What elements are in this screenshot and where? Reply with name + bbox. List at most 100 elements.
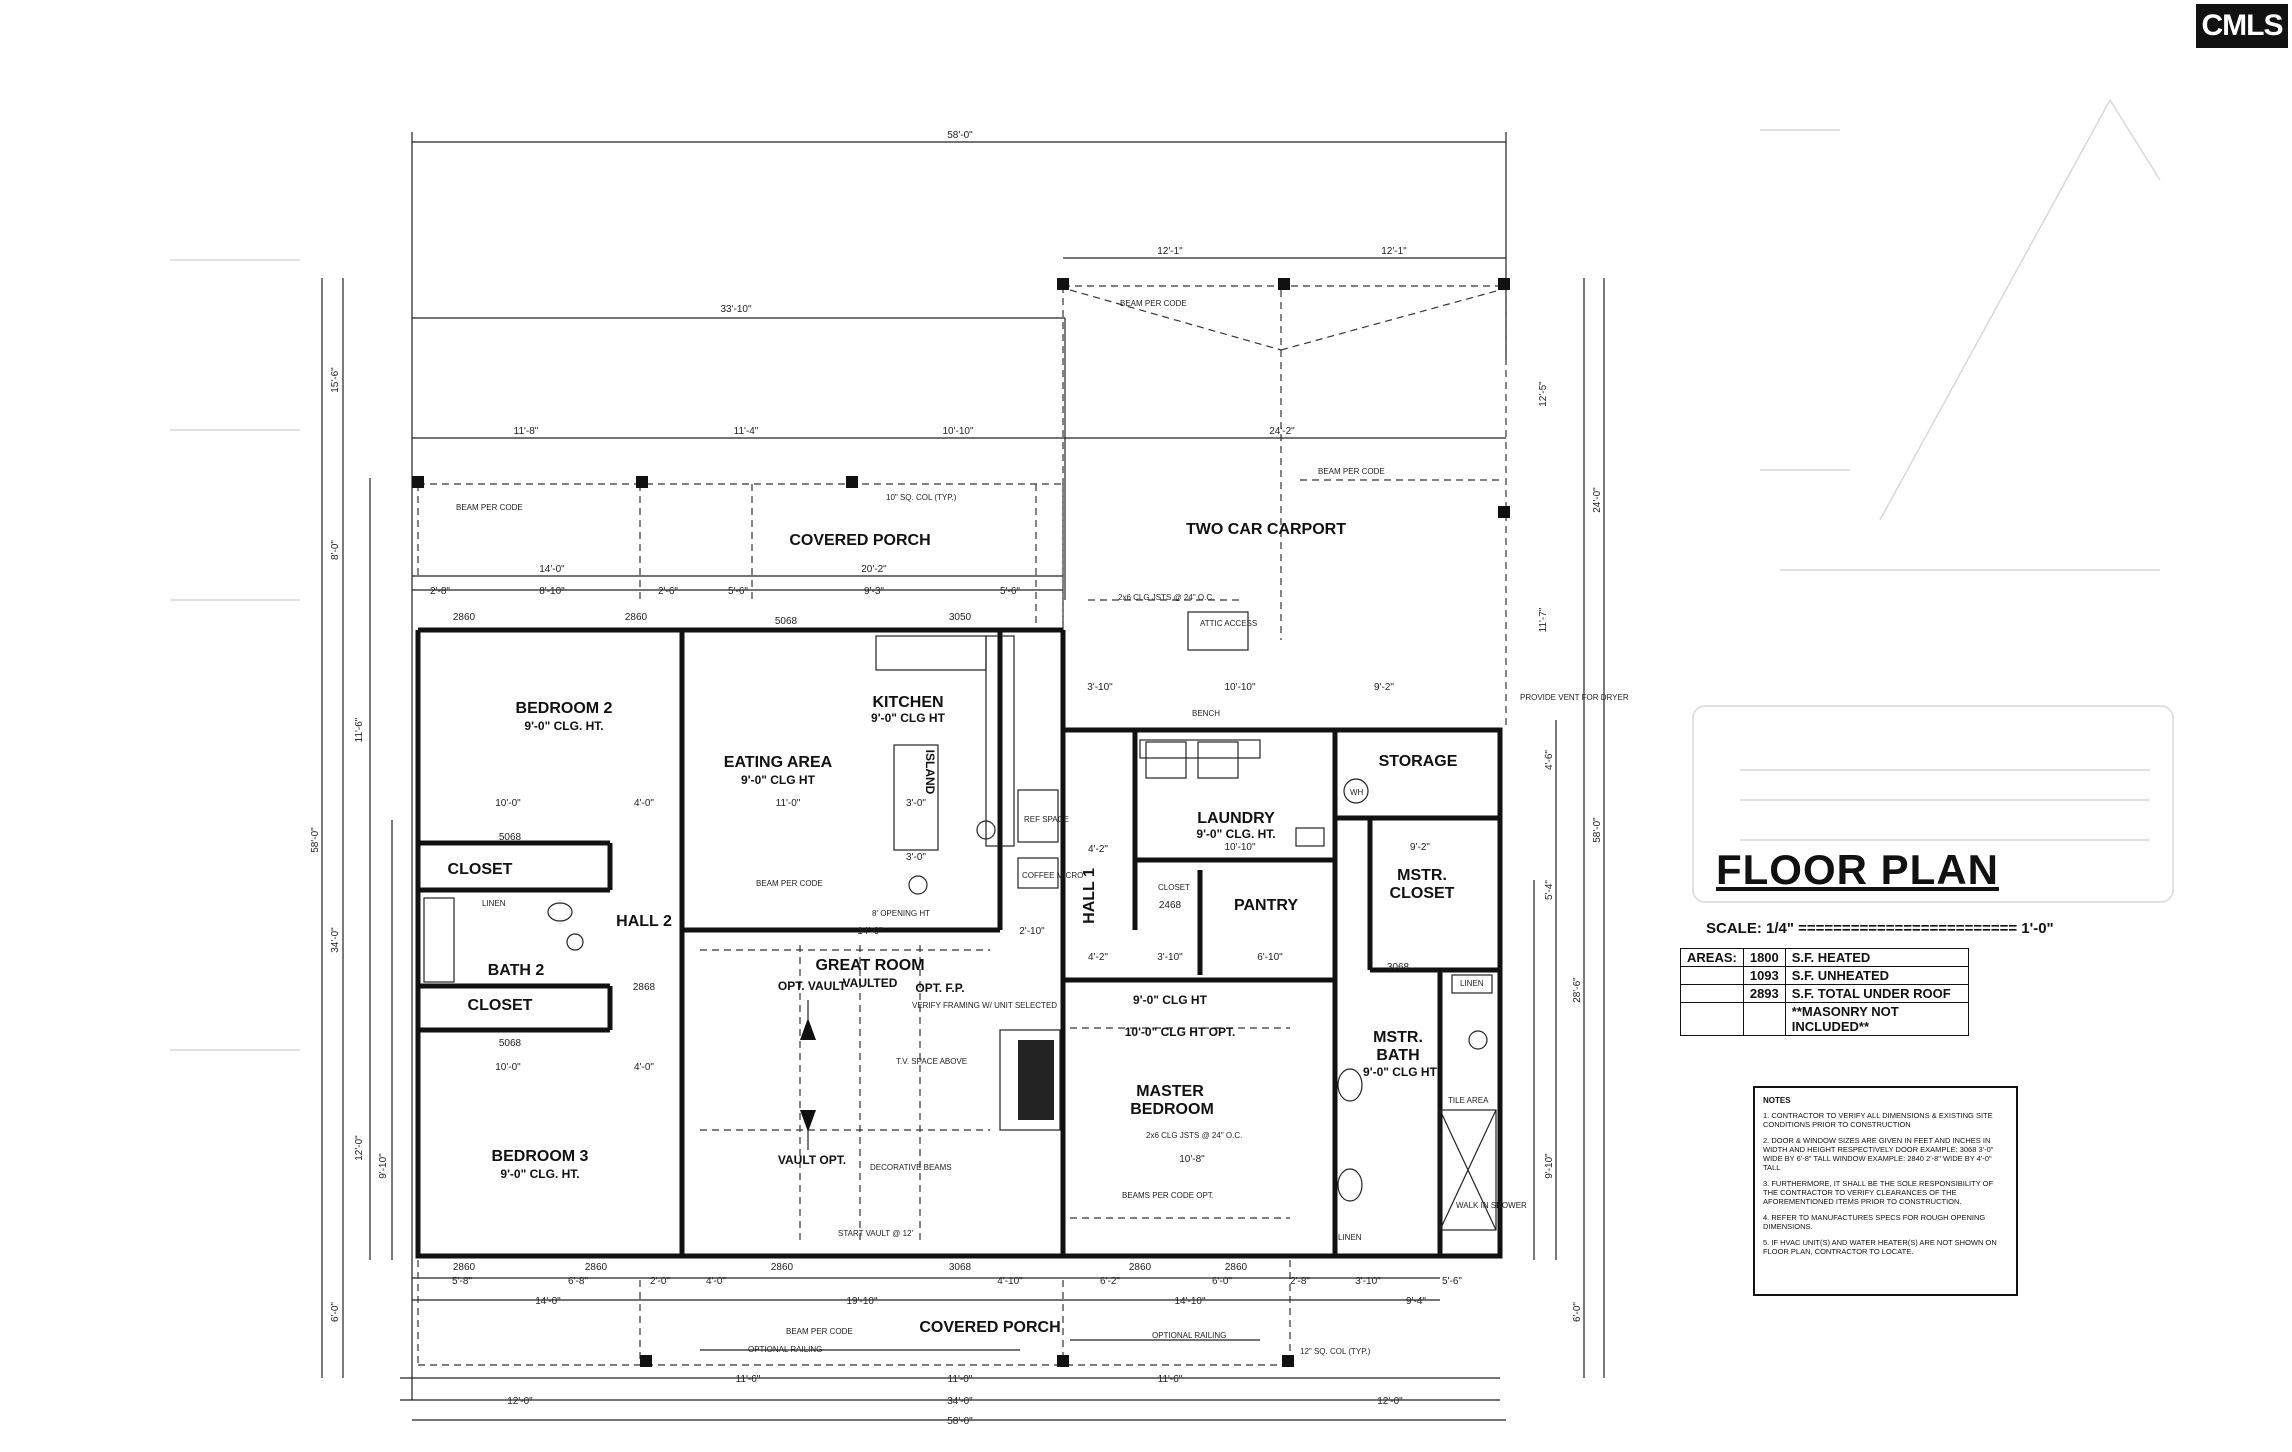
- dim-10-10b: 10'-10": [1224, 682, 1255, 693]
- dim-l-15-6: 15'-6": [330, 367, 341, 393]
- dimension-labels: 58'-0" 33'-10" 12'-1" 12'-1" 11'-8" 11'-…: [310, 130, 1603, 1427]
- optional-railing-right: OPTIONAL RAILING: [1152, 1331, 1226, 1340]
- area-label-total: S.F. TOTAL UNDER ROOF: [1784, 984, 1969, 1003]
- window-tag-4: 2860: [453, 1262, 476, 1273]
- dim-l-6-0: 6'-0": [330, 1302, 341, 1322]
- dim-b-3-10: 3'-10": [1355, 1276, 1381, 1287]
- master-bath-fixtures: [1337, 974, 1497, 1231]
- tv-space-label: T.V. SPACE ABOVE: [896, 1057, 967, 1066]
- dim-9-3: 9'-3": [864, 586, 884, 597]
- dim-r-4-6: 4'-6": [1544, 750, 1555, 770]
- area-label-unheated: S.F. UNHEATED: [1784, 966, 1969, 985]
- hall-1-label: HALL 1: [1081, 868, 1098, 924]
- dim-l-58-0: 58'-0": [310, 827, 321, 853]
- plan-annotations: BEAM PER CODE BEAM PER CODE BEAM PER COD…: [456, 299, 1629, 1356]
- water-heater-label: WH: [1350, 788, 1364, 797]
- tile-area-label: TILE AREA: [1448, 1096, 1489, 1105]
- coffee-micro-label: COFFEE MICRO: [1022, 871, 1083, 880]
- area-label-masonry: **MASONRY NOT INCLUDED**: [1784, 1002, 1969, 1036]
- dim-b-14-0: 14'-0": [535, 1296, 561, 1307]
- dim-r-11-7: 11'-7": [1538, 607, 1549, 632]
- island-label: ISLAND: [923, 750, 937, 795]
- dim-r-9-10: 9'-10": [1544, 1153, 1555, 1179]
- scale-label: SCALE: 1/4" ========================= 1'…: [1706, 920, 2054, 937]
- dim-overall-top: 58'-0": [947, 130, 973, 141]
- linen-label-3: LINEN: [1338, 1233, 1362, 1242]
- beam-note-1: BEAM PER CODE: [456, 503, 523, 512]
- dim-2-10: 2'-10": [1019, 926, 1045, 937]
- dim-r-6-0: 6'-0": [1572, 1302, 1583, 1322]
- kitchen-ceiling: 9'-0" CLG HT: [871, 711, 946, 725]
- opt-vault-label-1: OPT. VAULT: [778, 979, 847, 993]
- dim-14-0: 14'-0": [539, 564, 565, 575]
- dim-l-11-6: 11'-6": [354, 717, 365, 742]
- dim-4-0b: 4'-0": [634, 1062, 654, 1073]
- beam-note-2: BEAM PER CODE: [1120, 299, 1187, 308]
- closet-label-a: CLOSET: [448, 861, 513, 878]
- opt-vault-label-2: VAULT OPT.: [778, 1153, 846, 1167]
- dim-l-8-0: 8'-0": [330, 540, 341, 560]
- dim-12-1a: 12'-1": [1157, 246, 1183, 257]
- carport-outline: [1062, 285, 1507, 730]
- areas-row-4: **MASONRY NOT INCLUDED**: [1680, 1002, 1969, 1036]
- notes-heading: NOTES: [1763, 1096, 1791, 1105]
- dim-11-0: 11'-0": [776, 798, 801, 809]
- dim-3-0a: 3'-0": [906, 798, 926, 809]
- great-room-label: GREAT ROOM: [815, 957, 924, 974]
- dim-b-4-0: 4'-0": [706, 1276, 726, 1287]
- opt-fireplace-label: OPT. F.P.: [915, 981, 964, 995]
- dim-b-6-2: 6'-2": [1100, 1276, 1120, 1287]
- bath-2-label: BATH 2: [488, 962, 545, 979]
- window-tag-8: 2860: [1225, 1262, 1248, 1273]
- master-beams-note: BEAMS PER CODE OPT.: [1122, 1191, 1214, 1200]
- master-ceiling: 10'-0" CLG HT OPT.: [1125, 1025, 1236, 1039]
- dim-10-0b: 10'-0": [495, 1062, 521, 1073]
- dim-b-12-0a: 12'-0": [507, 1396, 533, 1407]
- dim-b-58-0: 58'-0": [947, 1416, 973, 1427]
- dim-4-2a: 4'-2": [1088, 844, 1108, 855]
- dim-r-58-0: 58'-0": [1592, 817, 1603, 843]
- area-label-heated: S.F. HEATED: [1784, 948, 1969, 967]
- dim-9-2a: 9'-2": [1374, 682, 1394, 693]
- bench-label: BENCH: [1192, 709, 1220, 718]
- areas-row-1: AREAS: 1800 S.F. HEATED: [1680, 948, 1969, 967]
- master-bedroom-label-2: BEDROOM: [1130, 1101, 1214, 1118]
- dim-b-19-10: 19'-10": [846, 1296, 877, 1307]
- door-tag-1: 5068: [775, 616, 798, 627]
- dim-2-6: 2'-6": [658, 586, 678, 597]
- floor-plan-title: FLOOR PLAN: [1716, 846, 1999, 893]
- door-tag-3: 5068: [499, 1038, 522, 1049]
- bath2-fixtures: [423, 897, 584, 983]
- dim-3-10: 3'-10": [1087, 682, 1113, 693]
- dim-9-2b: 9'-2": [1410, 842, 1430, 853]
- bedroom-3-ceiling: 9'-0" CLG. HT.: [500, 1167, 579, 1181]
- dim-10-8: 10'-8": [1179, 1154, 1205, 1165]
- master-bath-ceiling: 9'-0" CLG HT: [1363, 1065, 1438, 1079]
- dim-12-1b: 12'-1": [1381, 246, 1407, 257]
- dim-b-9-4: 9'-4": [1406, 1296, 1426, 1307]
- dim-5-6b: 5'-6": [1000, 586, 1020, 597]
- linen-label-1: LINEN: [482, 899, 506, 908]
- dim-l-12-0: 12'-0": [354, 1135, 365, 1161]
- dim-33-10: 33'-10": [720, 304, 751, 315]
- master-closet-label-2: CLOSET: [1390, 885, 1455, 902]
- bedroom-2-label: BEDROOM 2: [516, 700, 613, 717]
- dim-6-10: 6'-10": [1257, 952, 1283, 963]
- room-labels: BEDROOM 2 9'-0" CLG. HT. EATING AREA 9'-…: [448, 521, 1458, 1336]
- dryer-vent-note: PROVIDE VENT FOR DRYER: [1520, 693, 1629, 702]
- master-joists-note: 2x6 CLG JSTS @ 24" O.C.: [1146, 1131, 1242, 1140]
- window-tag-3: 3050: [949, 612, 972, 623]
- dim-r-28-6: 28'-6": [1572, 977, 1583, 1003]
- areas-blank-1: [1680, 966, 1744, 985]
- dim-b-11-6b: 11'-6": [1158, 1374, 1183, 1385]
- note-item-3: 3. FURTHERMORE, IT SHALL BE THE SOLE RES…: [1763, 1179, 1994, 1206]
- dim-2-8: 2'-8": [430, 586, 450, 597]
- area-value-heated: 1800: [1742, 948, 1786, 967]
- door-tag-7: 3068: [1387, 962, 1410, 973]
- kitchen-label: KITCHEN: [872, 694, 943, 711]
- areas-table: AREAS: 1800 S.F. HEATED 1093 S.F. UNHEAT…: [1680, 948, 1969, 1036]
- dim-20-2: 20'-2": [861, 564, 887, 575]
- dim-10-10: 10'-10": [942, 426, 973, 437]
- master-closet-label: MSTR.: [1397, 867, 1447, 884]
- dim-l-9-10: 9'-10": [378, 1153, 389, 1179]
